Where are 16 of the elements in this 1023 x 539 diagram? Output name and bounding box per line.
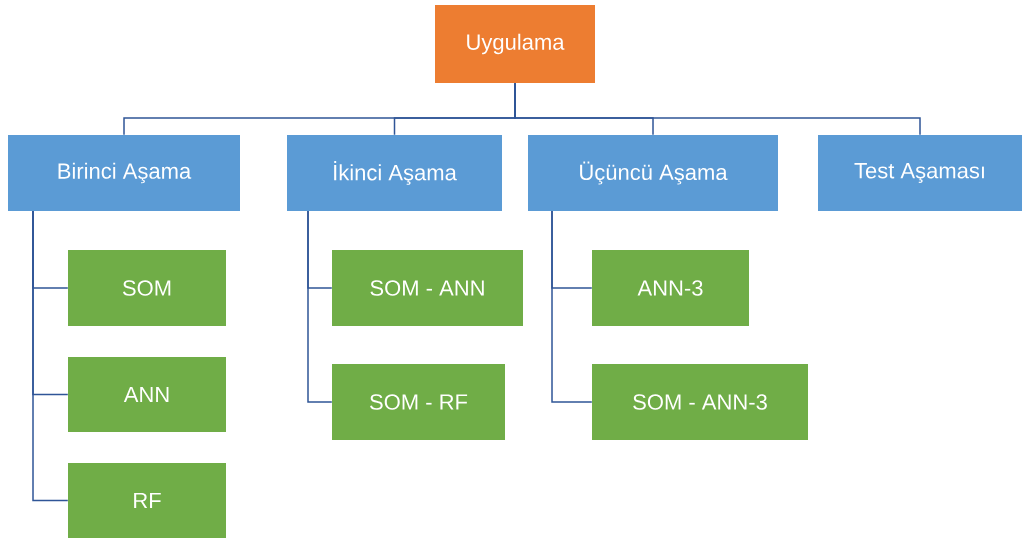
root-box: Uygulama [435, 5, 595, 83]
method-box: RF [68, 463, 226, 538]
method-box: SOM - RF [332, 364, 505, 440]
stage-box: Test Aşaması [818, 135, 1022, 211]
stage-box: Birinci Aşama [8, 135, 240, 211]
method-box: ANN [68, 357, 226, 432]
method-box: SOM [68, 250, 226, 326]
stage-box: Üçüncü Aşama [528, 135, 778, 211]
connector-line [307, 210, 333, 403]
connector-line [551, 210, 593, 403]
connector-line [514, 82, 921, 136]
connector-line [32, 210, 69, 502]
method-box: ANN-3 [592, 250, 749, 326]
method-box: SOM - ANN-3 [592, 364, 808, 440]
method-box: SOM - ANN [332, 250, 523, 326]
stage-box: İkinci Aşama [287, 135, 502, 211]
